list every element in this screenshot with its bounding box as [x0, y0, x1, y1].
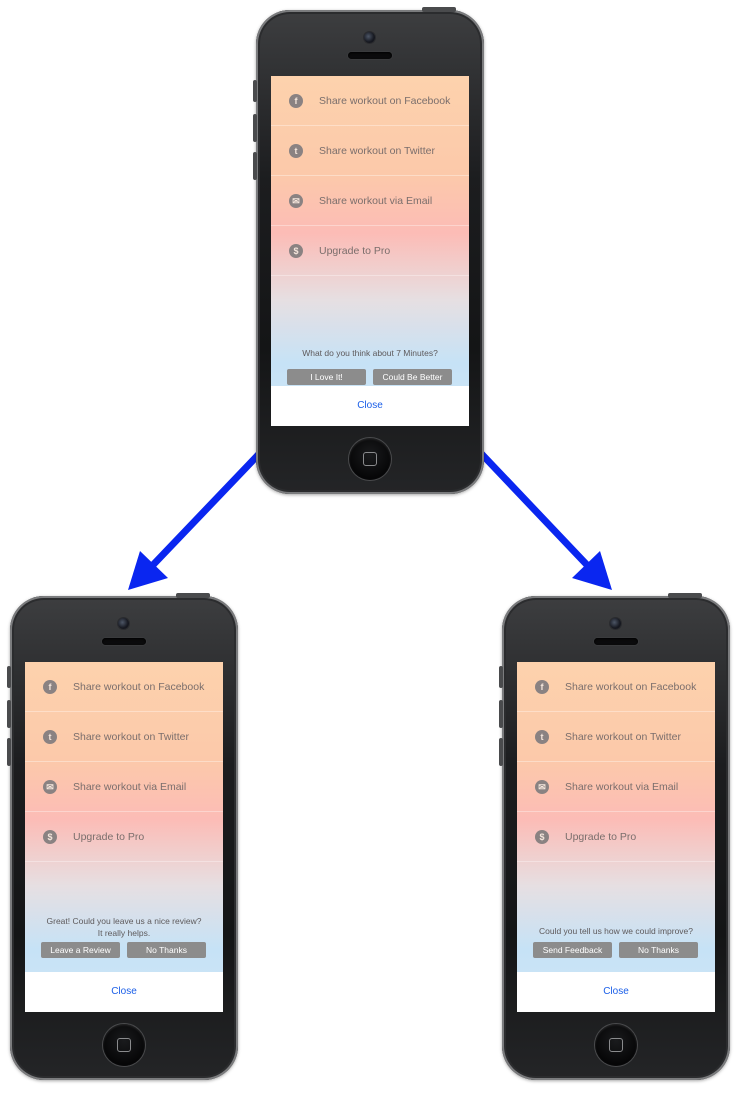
menu-item-facebook[interactable]: f Share workout on Facebook — [271, 76, 469, 126]
sleep-button — [176, 593, 210, 598]
home-square-icon — [117, 1038, 131, 1052]
feedback-left-button[interactable]: Send Feedback — [533, 942, 612, 958]
menu-item-label: Upgrade to Pro — [73, 830, 145, 843]
home-button — [595, 1024, 637, 1066]
menu-item-twitter[interactable]: t Share workout on Twitter — [517, 712, 715, 762]
email-icon: ✉ — [289, 193, 303, 208]
mute-switch — [253, 80, 257, 102]
home-square-icon — [609, 1038, 623, 1052]
sleep-button — [668, 593, 702, 598]
feedback-right-button[interactable]: Could Be Better — [373, 369, 452, 385]
home-button — [349, 438, 391, 480]
feedback-prompt: Great! Could you leave us a nice review? — [46, 916, 202, 926]
feedback-prompt: Could you tell us how we could improve? — [538, 926, 694, 936]
earpiece-speaker — [594, 638, 638, 645]
menu-item-label: Share workout via Email — [565, 780, 679, 793]
mute-switch — [499, 666, 503, 688]
menu-item-label: Share workout on Twitter — [319, 144, 435, 157]
twitter-icon: t — [535, 729, 549, 744]
volume-down-button — [253, 152, 257, 180]
menu-item-dollar[interactable]: $ Upgrade to Pro — [25, 812, 223, 862]
menu-item-dollar[interactable]: $ Upgrade to Pro — [271, 226, 469, 276]
menu-item-label: Share workout on Facebook — [73, 680, 205, 693]
home-button — [103, 1024, 145, 1066]
menu-item-twitter[interactable]: t Share workout on Twitter — [25, 712, 223, 762]
email-icon: ✉ — [535, 779, 549, 794]
facebook-icon: f — [535, 679, 549, 694]
menu-item-facebook[interactable]: f Share workout on Facebook — [517, 662, 715, 712]
close-button[interactable]: Close — [25, 972, 223, 1012]
volume-up-button — [499, 700, 503, 728]
twitter-icon: t — [43, 729, 57, 744]
menu-item-label: Share workout on Facebook — [565, 680, 697, 693]
menu-item-label: Upgrade to Pro — [565, 830, 637, 843]
front-camera-icon — [610, 618, 621, 629]
earpiece-speaker — [102, 638, 146, 645]
dollar-icon: $ — [289, 243, 303, 258]
menu-item-label: Share workout on Twitter — [565, 730, 681, 743]
menu-item-email[interactable]: ✉ Share workout via Email — [517, 762, 715, 812]
feedback-left-button[interactable]: I Love It! — [287, 369, 366, 385]
menu-item-label: Share workout via Email — [73, 780, 187, 793]
facebook-icon: f — [43, 679, 57, 694]
feedback-right-button[interactable]: No Thanks — [127, 942, 206, 958]
volume-down-button — [499, 738, 503, 766]
feedback-left-button[interactable]: Leave a Review — [41, 942, 120, 958]
volume-down-button — [7, 738, 11, 766]
dollar-icon: $ — [43, 829, 57, 844]
menu-item-facebook[interactable]: f Share workout on Facebook — [25, 662, 223, 712]
home-square-icon — [363, 452, 377, 466]
feedback-right-button[interactable]: No Thanks — [619, 942, 698, 958]
front-camera-icon — [118, 618, 129, 629]
close-button[interactable]: Close — [517, 972, 715, 1012]
facebook-icon: f — [289, 93, 303, 108]
earpiece-speaker — [348, 52, 392, 59]
menu-item-email[interactable]: ✉ Share workout via Email — [25, 762, 223, 812]
feedback-prompt: It really helps. — [97, 928, 151, 938]
menu-item-label: Share workout via Email — [319, 194, 433, 207]
mute-switch — [7, 666, 11, 688]
volume-up-button — [253, 114, 257, 142]
menu-item-label: Share workout on Facebook — [319, 94, 451, 107]
email-icon: ✉ — [43, 779, 57, 794]
menu-item-email[interactable]: ✉ Share workout via Email — [271, 176, 469, 226]
twitter-icon: t — [289, 143, 303, 158]
menu-item-dollar[interactable]: $ Upgrade to Pro — [517, 812, 715, 862]
close-button[interactable]: Close — [271, 386, 469, 426]
menu-item-label: Share workout on Twitter — [73, 730, 189, 743]
feedback-prompt: What do you think about 7 Minutes? — [302, 348, 438, 358]
front-camera-icon — [364, 32, 375, 43]
dollar-icon: $ — [535, 829, 549, 844]
volume-up-button — [7, 700, 11, 728]
menu-item-twitter[interactable]: t Share workout on Twitter — [271, 126, 469, 176]
sleep-button — [422, 7, 456, 12]
menu-item-label: Upgrade to Pro — [319, 244, 391, 257]
